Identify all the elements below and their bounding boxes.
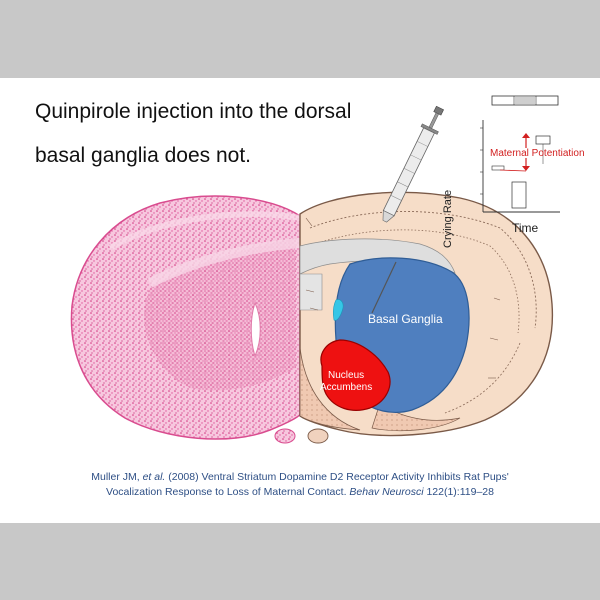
slide-title-line-2: basal ganglia does not. [35, 144, 251, 167]
nucleus-accumbens-region [320, 339, 391, 411]
slide: Quinpirole injection into the dorsal bas… [0, 78, 600, 523]
nissl-hemisphere [70, 195, 301, 444]
citation: Muller JM, et al. (2008) Ventral Striatu… [0, 470, 600, 500]
inset-x-axis-label: Time [512, 221, 539, 235]
citation-line-1: Muller JM, et al. (2008) Ventral Striatu… [0, 470, 600, 485]
citation-journal: Behav Neurosci [349, 486, 424, 498]
citation-title-continued: Vocalization Response to Loss of Materna… [106, 486, 350, 498]
syringe-icon [371, 105, 444, 314]
citation-authors: Muller JM, [91, 471, 143, 483]
citation-title: (2008) Ventral Striatum Dopamine D2 Rece… [165, 471, 509, 483]
nucleus-accumbens-label-line-1: Nucleus [328, 370, 365, 381]
citation-et-al: et al. [142, 471, 166, 483]
basal-ganglia-label: Basal Ganglia [368, 312, 443, 326]
nucleus-accumbens-label-line-2: Accumbens [320, 382, 373, 393]
maternal-potentiation-annotation: Maternal Potentiation [490, 148, 585, 159]
inset-y-axis-label: Crying Rate [442, 189, 454, 248]
slide-title-line-1: Quinpirole injection into the dorsal [35, 100, 352, 123]
inset-chart [480, 95, 560, 213]
citation-volume: 122(1):119–28 [423, 486, 494, 498]
citation-line-2: Vocalization Response to Loss of Materna… [0, 485, 600, 500]
brain-figure [70, 95, 560, 444]
